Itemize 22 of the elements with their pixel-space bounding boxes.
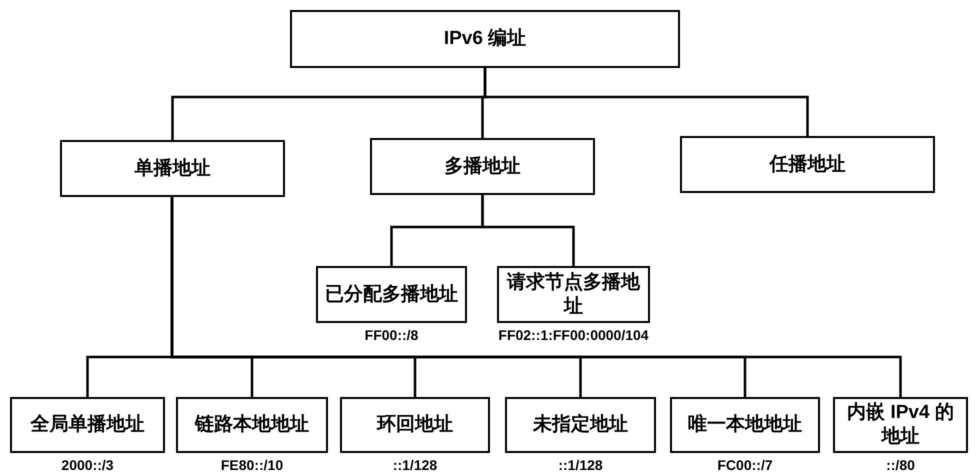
category-box: 链路本地地址	[176, 397, 328, 453]
category-box: 内嵌 IPv4 的地址	[833, 397, 968, 453]
address-prefix: ::/80	[886, 457, 915, 472]
category-box: 全局单播地址	[10, 397, 165, 453]
category-box: 请求节点多播地址	[497, 266, 650, 323]
category-box: 多播地址	[370, 138, 595, 195]
address-prefix: FF00::/8	[364, 327, 418, 343]
category-box: IPv6 编址	[290, 10, 680, 68]
address-prefix: ::1/128	[392, 457, 438, 472]
connector-line	[484, 68, 809, 136]
category-box: 环回地址	[340, 397, 490, 453]
category-box: 唯一本地地址	[670, 397, 820, 453]
category-box: 未指定地址	[505, 397, 656, 453]
address-prefix: ::1/128	[558, 457, 603, 472]
category-box: 已分配多播地址	[316, 266, 467, 323]
address-prefix: FC00::/7	[717, 457, 773, 472]
address-prefix: 2000::/3	[61, 457, 114, 472]
category-box: 单播地址	[60, 140, 285, 197]
address-prefix: FE80::/10	[220, 457, 284, 472]
connector-line	[481, 195, 575, 266]
category-box: 任播地址	[680, 136, 935, 193]
address-prefix: FF02::1:FF00:0000/104	[498, 327, 649, 343]
